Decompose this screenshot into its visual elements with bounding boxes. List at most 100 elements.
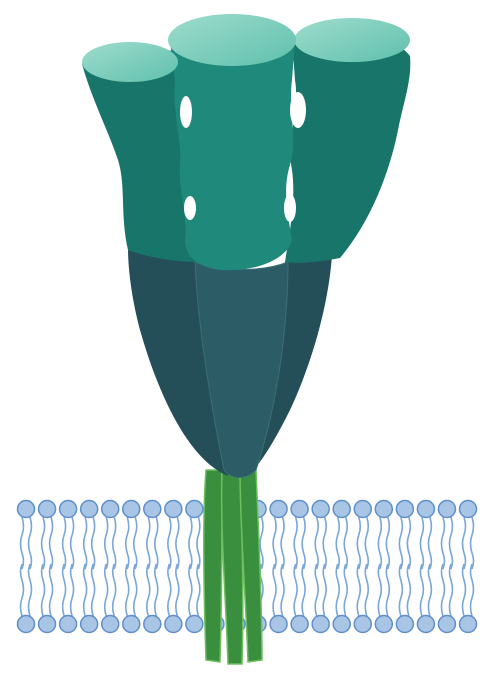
lipid-tail (126, 517, 129, 569)
head-top-center (168, 14, 296, 66)
lipid-tail (126, 564, 129, 616)
lipid-head (39, 616, 56, 633)
lipid-tail (273, 517, 276, 569)
lipid-tail (273, 564, 276, 616)
lipid-tail (449, 564, 452, 616)
lipid-head (102, 501, 119, 518)
lipid-head (123, 501, 140, 518)
lipid-tail (315, 517, 318, 569)
lipid-head (460, 501, 477, 518)
lipid-head (60, 501, 77, 518)
lipid-head (291, 501, 308, 518)
head-top-left (82, 42, 178, 82)
lipid-head (375, 616, 392, 633)
subunit-gap (180, 96, 192, 128)
lipid-tail (420, 564, 423, 616)
lipid-head (312, 501, 329, 518)
lipid-tail (92, 564, 95, 616)
lipid-tail (71, 517, 74, 569)
lipid-tail (386, 517, 389, 569)
lipid-tail (21, 517, 24, 569)
lipid-head (291, 616, 308, 633)
lipid-tail (168, 564, 171, 616)
lipid-tail (420, 517, 423, 569)
lipid-head (354, 501, 371, 518)
lipid-tail (147, 564, 150, 616)
lipid-tail (441, 564, 444, 616)
lipid-head (270, 616, 287, 633)
lipid-tail (42, 564, 45, 616)
head-domains (82, 14, 410, 270)
lipid-tail (344, 517, 347, 569)
lipid-tail (336, 564, 339, 616)
lipid-head (144, 616, 161, 633)
lipid-tail (378, 517, 381, 569)
lipid-tail (134, 564, 137, 616)
head-top-right (294, 18, 410, 62)
lipid-tail (176, 517, 179, 569)
lipid-head (417, 616, 434, 633)
lipid-tail (84, 564, 87, 616)
lipid-tail (281, 564, 284, 616)
lipid-tail (155, 517, 158, 569)
lipid-tail (113, 564, 116, 616)
lipid-tail (168, 517, 171, 569)
head-subunit-right (285, 32, 410, 263)
lipid-tail (29, 517, 32, 569)
lipid-tail (21, 564, 24, 616)
lipid-head (438, 616, 455, 633)
lipid-tail (134, 517, 137, 569)
lipid-tail (189, 517, 192, 569)
lipid-tail (84, 517, 87, 569)
lipid-tail (155, 564, 158, 616)
lipid-tail (407, 517, 410, 569)
subunit-gap (290, 92, 306, 128)
lipid-head (186, 616, 203, 633)
lipid-tail (92, 517, 95, 569)
lipid-tail (197, 564, 200, 616)
lipid-tail (260, 517, 263, 569)
lipid-head (396, 616, 413, 633)
lipid-tail (50, 564, 53, 616)
lipid-tail (302, 517, 305, 569)
lipid-head (186, 501, 203, 518)
lipid-tail (471, 517, 474, 569)
lipid-tail (71, 564, 74, 616)
lipid-tail (323, 517, 326, 569)
lipid-tail (463, 564, 466, 616)
lipid-tail (294, 517, 297, 569)
tm-helix-left (204, 470, 222, 662)
lipid-tail (105, 564, 108, 616)
lipid-head (123, 616, 140, 633)
subunit-gap (284, 194, 296, 222)
lipid-tail (105, 517, 108, 569)
subunit-gap (184, 196, 196, 220)
lipid-tail (147, 517, 150, 569)
lipid-tail (449, 517, 452, 569)
lipid-tail (294, 564, 297, 616)
lipid-tail (428, 564, 431, 616)
lipid-tail (441, 517, 444, 569)
lipid-tail (189, 564, 192, 616)
lipid-head (270, 501, 287, 518)
lipid-tail (407, 564, 410, 616)
lipid-tail (357, 517, 360, 569)
lipid-head (417, 501, 434, 518)
lipid-tail (378, 564, 381, 616)
lipid-head (396, 501, 413, 518)
lipid-tail (344, 564, 347, 616)
lipid-tail (471, 564, 474, 616)
lipid-head (375, 501, 392, 518)
tm-helix-center (222, 470, 243, 664)
stalk-domain (128, 248, 332, 478)
lipid-head (312, 616, 329, 633)
lipid-tail (336, 517, 339, 569)
lipid-head (39, 501, 56, 518)
lipid-tail (357, 564, 360, 616)
lipid-head (333, 501, 350, 518)
lipid-tail (302, 564, 305, 616)
transmembrane-anchors (204, 470, 262, 664)
lipid-head (438, 501, 455, 518)
lipid-head (354, 616, 371, 633)
lipid-head (460, 616, 477, 633)
